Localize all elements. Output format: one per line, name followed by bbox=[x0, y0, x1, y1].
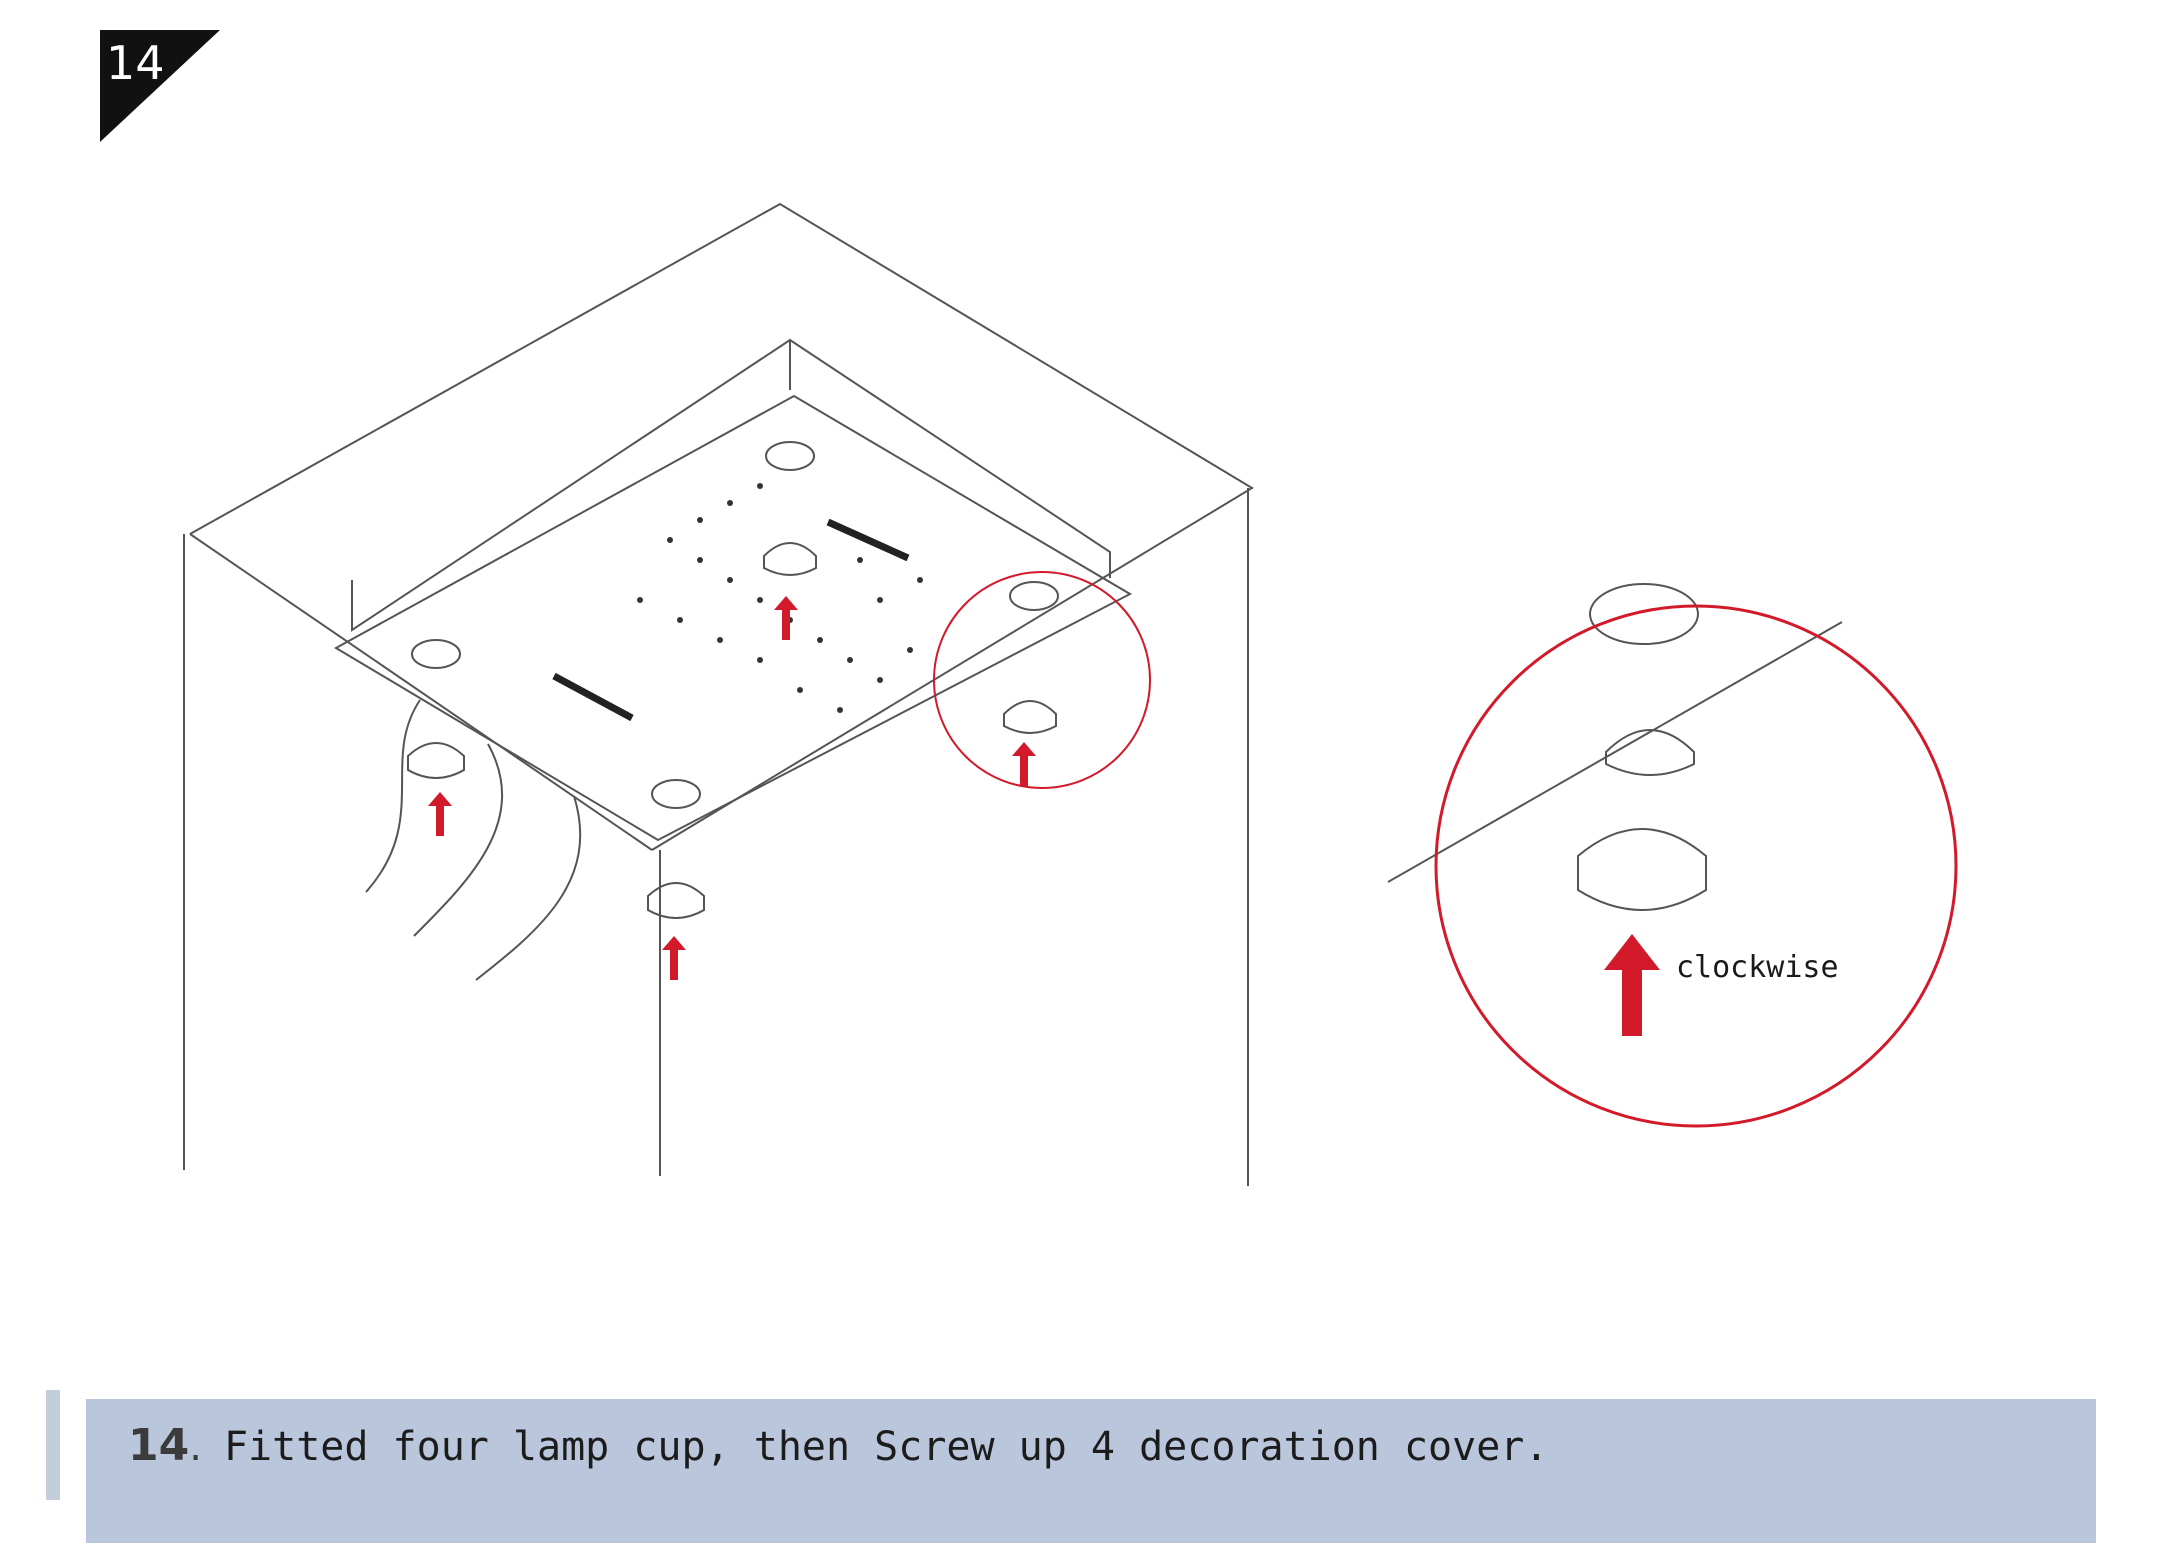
step-badge: 14 bbox=[100, 30, 220, 142]
step-caption: 14 . Fitted four lamp cup, then Screw up… bbox=[128, 1420, 1548, 1471]
step-number: 14 bbox=[106, 36, 165, 90]
caption-separator: . bbox=[189, 1424, 202, 1470]
lamp-cup-bottom bbox=[647, 882, 705, 919]
up-arrow-right bbox=[1012, 742, 1036, 786]
callout-lamp-hole bbox=[1589, 583, 1699, 645]
detail-callout-large bbox=[1434, 604, 1958, 1128]
lamp-hole-left bbox=[411, 639, 461, 669]
lamp-cup-left bbox=[407, 742, 465, 779]
caption-step-number: 14 bbox=[128, 1420, 190, 1471]
lamp-hole-top bbox=[765, 441, 815, 471]
nozzle-grid bbox=[637, 483, 923, 713]
clockwise-label: clockwise bbox=[1676, 950, 1839, 985]
callout-decoration-cover bbox=[1577, 828, 1707, 911]
hose-2 bbox=[413, 743, 504, 937]
lamp-hole-bottom bbox=[651, 779, 701, 809]
hose-3 bbox=[475, 795, 582, 981]
ceiling-top-edge bbox=[189, 202, 1254, 851]
caption-bar bbox=[86, 1399, 2096, 1543]
callout-lamp-cup bbox=[1605, 729, 1695, 776]
detail-callout-small bbox=[933, 571, 1151, 789]
step-badge-triangle bbox=[100, 30, 220, 142]
lamp-cup-top bbox=[763, 542, 817, 576]
hose-1 bbox=[365, 699, 421, 893]
lamp-hole-right bbox=[1009, 581, 1059, 611]
up-arrow-bottom bbox=[662, 936, 686, 980]
lamp-cup-right bbox=[1003, 700, 1057, 734]
shower-panel bbox=[333, 394, 1133, 842]
recess-back bbox=[351, 338, 1111, 632]
caption-edge-mark bbox=[46, 1390, 60, 1500]
up-arrow-left bbox=[428, 792, 452, 836]
caption-text: Fitted four lamp cup, then Screw up 4 de… bbox=[223, 1424, 1549, 1470]
up-arrow-top bbox=[774, 596, 798, 640]
up-arrow-callout bbox=[1604, 934, 1660, 1036]
